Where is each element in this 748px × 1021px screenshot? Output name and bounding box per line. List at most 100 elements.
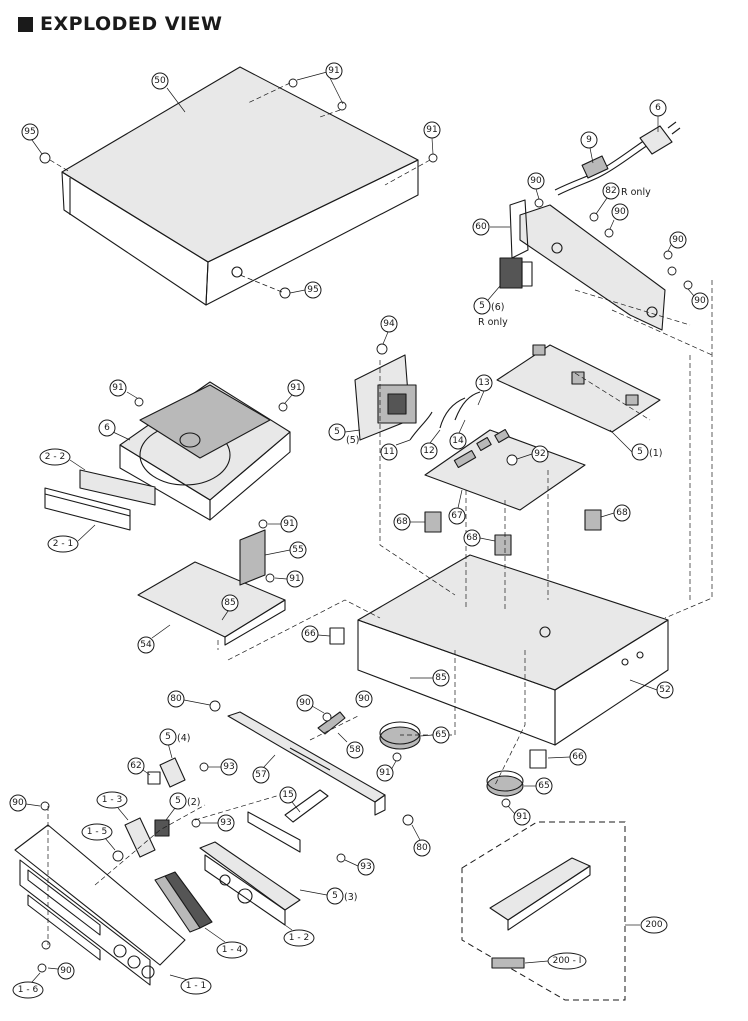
display-window — [154, 871, 213, 933]
callout-91g: 91 — [376, 760, 397, 782]
callout-5-6: 5 (6) R only — [473, 285, 508, 328]
callout-52: 52 — [629, 679, 674, 699]
callout-93a-label: 93 — [223, 762, 234, 772]
rear-panel — [499, 199, 666, 331]
callout-5-2: 5 (2) — [165, 792, 200, 821]
callout-91f-label: 91 — [289, 574, 300, 584]
callout-68b: 68 — [463, 529, 496, 547]
callout-91d: 91 — [284, 379, 305, 404]
callout-65b: 65 — [524, 777, 553, 795]
callout-67-label: 67 — [451, 511, 462, 521]
sub-pcb — [409, 391, 586, 511]
callout-65a: 65 — [419, 726, 450, 744]
mech-screw-right — [278, 402, 288, 412]
callout-6: 6 — [649, 99, 667, 132]
title-bullet-icon — [18, 16, 33, 32]
callout-68a: 68 — [393, 513, 425, 531]
callout-5-2-label: 5 — [175, 796, 181, 806]
callout-9-label: 9 — [586, 135, 592, 145]
callout-9: 9 — [580, 131, 598, 164]
callout-90e: 90 — [355, 690, 373, 708]
callout-5-3-label: 5 — [332, 891, 338, 901]
insulator-sheet-a — [329, 627, 345, 645]
callout-95b: 95 — [289, 281, 322, 299]
callout-67: 67 — [448, 489, 466, 525]
callout-14-label: 14 — [452, 436, 464, 446]
callout-91c: 91 — [109, 379, 138, 399]
callout-14: 14 — [449, 419, 467, 450]
callout-91b: 91 — [423, 121, 441, 155]
callout-91b-label: 91 — [426, 125, 437, 135]
pcb-screw — [506, 454, 518, 466]
callout-15-label: 15 — [282, 790, 293, 800]
callout-1-2-label: 1 - 2 — [289, 933, 309, 943]
callout-80b: 80 — [411, 824, 431, 857]
mech-screw-left — [134, 397, 144, 407]
callout-15: 15 — [279, 786, 301, 813]
callout-66a: 66 — [301, 625, 331, 643]
callout-13-label: 13 — [478, 378, 489, 388]
callout-93a: 93 — [208, 758, 238, 776]
callout-91f: 91 — [274, 570, 304, 588]
callout-80a-label: 80 — [170, 694, 182, 704]
front-bar-screw-left — [209, 700, 221, 712]
callout-91e: 91 — [268, 515, 298, 533]
callout-65b-label: 65 — [538, 781, 549, 791]
callout-66b: 66 — [547, 748, 587, 766]
callout-90d-label: 90 — [694, 296, 706, 306]
callout-90a: 90 — [527, 172, 545, 200]
callout-90f-label: 90 — [299, 698, 311, 708]
callout-60: 60 — [472, 218, 510, 236]
flat-cable — [247, 789, 329, 853]
callout-6b-label: 6 — [104, 423, 110, 433]
callout-95b-label: 95 — [307, 285, 318, 295]
callout-68c-label: 68 — [616, 508, 628, 518]
callout-55-label: 55 — [292, 545, 303, 555]
callout-11: 11 — [380, 439, 411, 461]
cover-screws — [39, 78, 438, 299]
callout-2-2: 2 - 2 — [39, 448, 86, 471]
callout-82: 82 R only — [595, 182, 651, 215]
pcb-clips — [424, 509, 602, 556]
callout-200-1: 200 - I — [524, 952, 587, 970]
r-only-note-b: R only — [478, 317, 508, 328]
callout-91h-label: 91 — [516, 812, 527, 822]
callout-65a-label: 65 — [435, 730, 446, 740]
callout-68a-label: 68 — [396, 517, 408, 527]
cd-mechanism — [119, 381, 291, 521]
callout-62-label: 62 — [130, 761, 141, 771]
callout-58-label: 58 — [349, 745, 361, 755]
callout-55: 55 — [264, 541, 307, 559]
callout-95a-label: 95 — [24, 127, 35, 137]
callout-90e-label: 90 — [358, 694, 370, 704]
callout-85b-label: 85 — [435, 673, 446, 683]
callout-66a-label: 66 — [304, 629, 316, 639]
callout-80b-label: 80 — [416, 843, 428, 853]
insulator-sheet-b — [529, 749, 547, 769]
callout-90g-label: 90 — [12, 798, 24, 808]
callout-1-4-label: 1 - 4 — [222, 945, 243, 955]
main-pcb — [496, 344, 661, 433]
callout-1-3-label: 1 - 3 — [102, 795, 122, 805]
transformer — [354, 354, 417, 441]
callout-1-5-label: 1 - 5 — [87, 827, 107, 837]
front-panel — [14, 824, 186, 986]
front-pcb — [199, 841, 301, 926]
callout-90h: 90 — [47, 962, 75, 980]
callout-12-label: 12 — [423, 446, 434, 456]
bracket-screw-a — [258, 519, 268, 529]
callout-90c-label: 90 — [672, 235, 684, 245]
callout-1-1: 1 - 1 — [169, 974, 212, 995]
callout-50-label: 50 — [154, 76, 166, 86]
callout-200-label: 200 — [645, 920, 662, 930]
assembly-lines — [47, 280, 713, 945]
callout-85b: 85 — [410, 669, 450, 687]
callout-85a: 85 — [221, 594, 239, 621]
callout-91h: 91 — [507, 805, 531, 826]
callout-5-4-sub: (4) — [177, 733, 190, 744]
chassis — [357, 554, 669, 746]
callout-54: 54 — [137, 624, 171, 654]
callout-5-6-label: 5 — [479, 301, 485, 311]
callout-50: 50 — [151, 72, 186, 113]
